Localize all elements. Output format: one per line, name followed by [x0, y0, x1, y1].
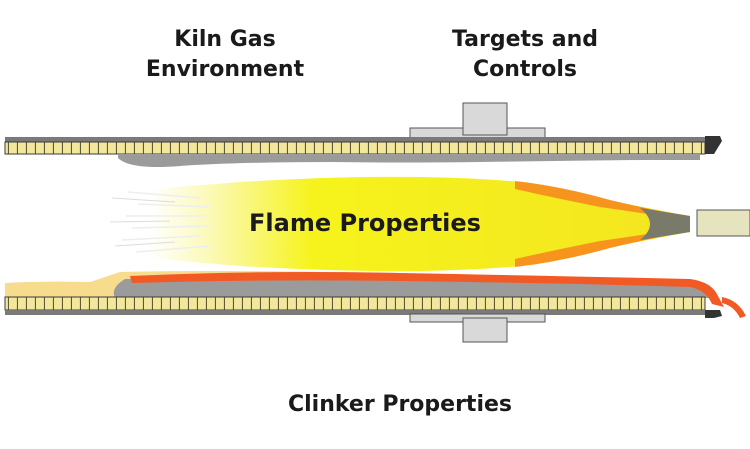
burner-pipe	[696, 209, 750, 237]
label-clinker-properties: Clinker Properties	[287, 392, 513, 417]
kiln-wall-top	[4, 136, 722, 155]
label-flame-properties: Flame Properties	[249, 209, 481, 237]
clinker-bed	[5, 271, 746, 318]
bottom-sensor-mount	[409, 313, 546, 343]
coating-top	[118, 154, 700, 167]
flame	[109, 176, 690, 272]
label-kiln-gas-environment: Kiln Gas Environment	[145, 27, 305, 82]
label-targets-and-controls: Targets and Controls	[451, 27, 599, 82]
kiln-wall-bottom	[4, 296, 722, 318]
top-sensor-mount	[409, 102, 546, 139]
